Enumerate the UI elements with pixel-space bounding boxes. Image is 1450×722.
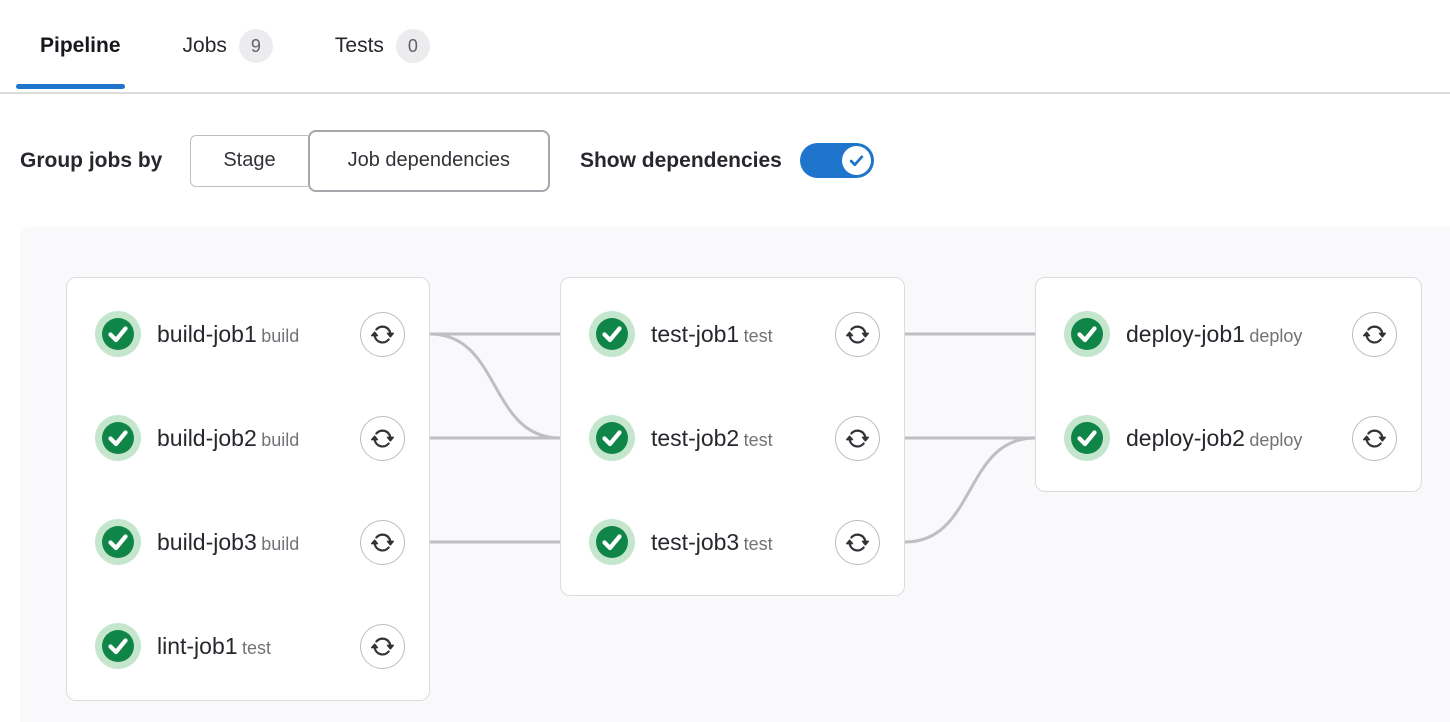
tab-jobs-label: Jobs	[182, 34, 227, 57]
retry-button[interactable]	[835, 415, 880, 461]
tab-pipeline[interactable]: Pipeline	[16, 0, 145, 92]
job-name: test-job2	[651, 424, 740, 451]
job-stage: build	[261, 533, 300, 554]
tests-count-badge: 0	[395, 29, 430, 63]
job-card-build: build-job1 build build-job2 build build-…	[66, 277, 430, 701]
retry-button[interactable]	[360, 623, 405, 669]
job-name: build-job1	[157, 320, 257, 347]
status-success-icon	[95, 623, 141, 669]
job-dependencies-button-label: Job dependencies	[347, 149, 510, 171]
job-stage: test	[743, 429, 773, 450]
tab-tests[interactable]: Tests 0	[311, 0, 454, 92]
job-name: test-job1	[651, 320, 740, 347]
group-jobs-by-label: Group jobs by	[20, 148, 163, 172]
job-stage: test	[242, 637, 272, 658]
job-stage: deploy	[1249, 325, 1303, 346]
job-name: build-job3	[157, 528, 257, 555]
status-success-icon	[1064, 311, 1110, 357]
show-dependencies-toggle[interactable]	[799, 143, 874, 178]
job-name: deploy-job2	[1126, 424, 1245, 451]
retry-button[interactable]	[835, 311, 880, 357]
retry-button[interactable]	[360, 415, 405, 461]
job-card-deploy: deploy-job1 deploy deploy-job2 deploy	[1035, 277, 1422, 492]
stage-button[interactable]: Stage	[190, 134, 308, 187]
retry-button[interactable]	[1352, 311, 1397, 357]
job-name: lint-job1	[157, 632, 238, 659]
job-row[interactable]: build-job3 build	[67, 490, 429, 594]
check-icon	[849, 155, 864, 167]
job-stage: test	[743, 325, 773, 346]
job-name: deploy-job1	[1126, 320, 1245, 347]
job-dependencies-button[interactable]: Job dependencies	[307, 129, 550, 192]
job-row[interactable]: test-job1 test	[561, 282, 904, 386]
graph-controls-row: Group jobs by Stage Job dependencies Sho…	[20, 94, 1450, 227]
retry-icon	[371, 427, 394, 450]
tab-pipeline-label: Pipeline	[40, 34, 121, 57]
job-row[interactable]: lint-job1 test	[67, 594, 429, 698]
stage-button-label: Stage	[223, 149, 276, 171]
job-row[interactable]: build-job2 build	[67, 386, 429, 490]
tab-tests-label: Tests	[334, 34, 384, 57]
retry-icon	[371, 635, 394, 658]
job-stage: deploy	[1249, 429, 1303, 450]
pipeline-tabs-bar: Pipeline Jobs 9 Tests 0	[0, 0, 1450, 94]
dependency-lines	[429, 332, 1036, 544]
job-stage: build	[261, 325, 300, 346]
retry-button[interactable]	[835, 519, 880, 565]
retry-button[interactable]	[360, 311, 405, 357]
status-success-icon	[95, 415, 141, 461]
job-name: test-job3	[651, 528, 740, 555]
status-success-icon	[589, 311, 635, 357]
retry-icon	[846, 531, 869, 554]
retry-icon	[846, 323, 869, 346]
status-success-icon	[95, 311, 141, 357]
job-row[interactable]: test-job2 test	[561, 386, 904, 490]
job-stage: test	[743, 533, 773, 554]
status-success-icon	[589, 519, 635, 565]
job-stage: build	[261, 429, 300, 450]
retry-icon	[371, 531, 394, 554]
retry-icon	[846, 427, 869, 450]
toggle-knob	[841, 146, 871, 175]
job-name: build-job2	[157, 424, 257, 451]
job-card-test: test-job1 test test-job2 test test-job3 …	[560, 277, 905, 596]
jobs-count-badge: 9	[238, 29, 273, 63]
job-row[interactable]: test-job3 test	[561, 490, 904, 594]
retry-icon	[371, 323, 394, 346]
job-row[interactable]: deploy-job2 deploy	[1036, 386, 1421, 490]
tab-jobs[interactable]: Jobs 9	[159, 0, 297, 92]
status-success-icon	[589, 415, 635, 461]
graph-panel: build-job1 build build-job2 build build-…	[20, 227, 1450, 722]
retry-button[interactable]	[1352, 415, 1397, 461]
job-row[interactable]: build-job1 build	[67, 282, 429, 386]
status-success-icon	[1064, 415, 1110, 461]
group-jobs-by-segmented-control: Stage Job dependencies	[190, 129, 550, 192]
retry-icon	[1363, 427, 1386, 450]
retry-icon	[1363, 323, 1386, 346]
status-success-icon	[95, 519, 141, 565]
job-row[interactable]: deploy-job1 deploy	[1036, 282, 1421, 386]
show-dependencies-label: Show dependencies	[579, 148, 782, 172]
retry-button[interactable]	[360, 519, 405, 565]
